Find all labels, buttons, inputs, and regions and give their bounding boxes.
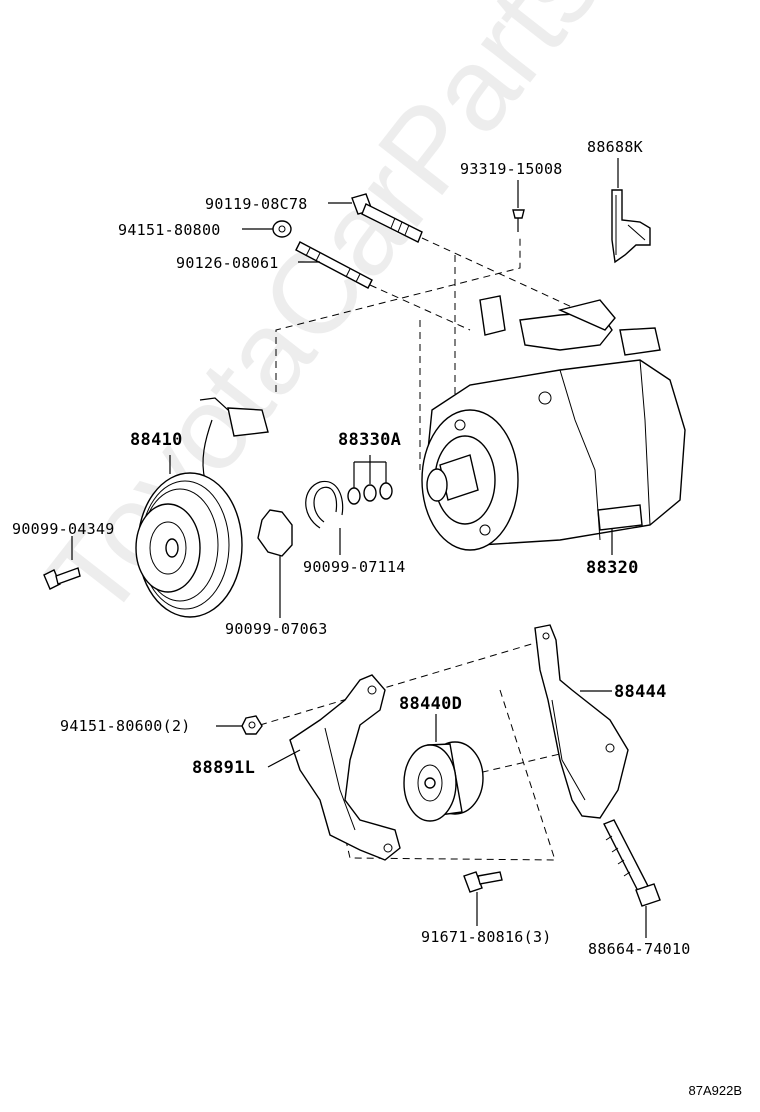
sensor-88688k xyxy=(611,189,651,264)
bracket-88444 xyxy=(534,624,629,819)
label-88664-74010: 88664-74010 xyxy=(588,940,691,958)
bolt-90119 xyxy=(351,193,423,243)
nut-94151-80800 xyxy=(272,220,292,238)
label-88444: 88444 xyxy=(614,682,667,702)
bolt-90099-04349 xyxy=(43,536,81,590)
compressor-88320 xyxy=(421,295,686,551)
label-88891l: 88891L xyxy=(192,758,256,778)
label-93319-15008: 93319-15008 xyxy=(460,160,563,178)
label-94151-80800: 94151-80800 xyxy=(118,221,221,239)
idler-pulley-88440d xyxy=(403,714,484,822)
screw-93319 xyxy=(512,209,525,232)
label-94151-80600: 94151-80600(2) xyxy=(60,717,191,735)
bracket-88891l xyxy=(267,674,401,861)
label-90119-08c78: 90119-08C78 xyxy=(205,195,308,213)
dash-line-idler xyxy=(469,739,621,776)
label-88330a: 88330A xyxy=(338,430,402,450)
dash-line-nut-bracket xyxy=(259,639,546,726)
dash-line-bracket-box xyxy=(317,689,556,861)
dash-line-stud-90126 xyxy=(369,284,471,331)
label-88410: 88410 xyxy=(130,430,183,450)
label-90099-07063: 90099-07063 xyxy=(225,620,328,638)
shim-90099-07063 xyxy=(257,509,293,618)
o-rings-88330a xyxy=(347,455,393,505)
label-88688k: 88688K xyxy=(587,138,643,156)
bolt-88664 xyxy=(603,819,661,938)
label-91671-80816: 91671-80816(3) xyxy=(421,928,552,946)
stud-90126 xyxy=(295,241,373,289)
dash-line-bolt-90119 xyxy=(421,237,601,321)
label-90099-04349: 90099-04349 xyxy=(12,520,115,538)
bolt-91671 xyxy=(463,871,503,926)
label-90099-07114: 90099-07114 xyxy=(303,558,406,576)
label-88320: 88320 xyxy=(586,558,639,578)
label-90126-08061: 90126-08061 xyxy=(176,254,279,272)
nut-94151-80600 xyxy=(216,715,263,735)
snap-ring-90099-07114 xyxy=(305,480,344,555)
label-88440d: 88440D xyxy=(399,694,463,714)
diagram-code: 87A922B xyxy=(688,1083,743,1098)
clutch-88410 xyxy=(135,397,269,618)
dash-line-compressor-top xyxy=(275,235,521,392)
